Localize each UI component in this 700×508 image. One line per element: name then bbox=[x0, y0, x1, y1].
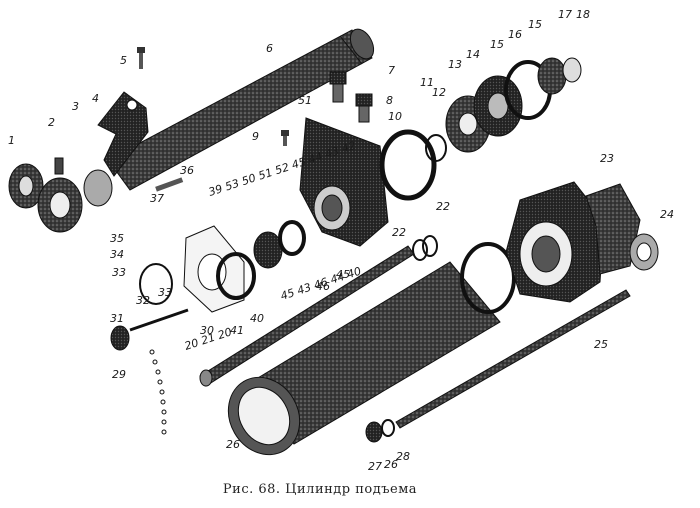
callout-33b: 33 bbox=[158, 286, 172, 299]
callout-29: 29 bbox=[112, 368, 126, 381]
valve-body bbox=[299, 117, 389, 247]
callout-3: 3 bbox=[72, 100, 79, 113]
left-gland-parts bbox=[110, 220, 306, 351]
callout-30: 30 bbox=[200, 324, 214, 337]
callout-22a: 22 bbox=[392, 226, 406, 239]
callout-45: 45 bbox=[336, 268, 350, 281]
callout-4: 4 bbox=[92, 92, 99, 105]
callout-13: 13 bbox=[448, 58, 462, 71]
callout-1: 1 bbox=[8, 134, 15, 147]
callout-6: 6 bbox=[266, 42, 273, 55]
callout-26b: 26 bbox=[384, 458, 398, 471]
callout-17: 17 bbox=[558, 8, 572, 21]
callout-40: 40 bbox=[250, 312, 264, 325]
callout-28: 28 bbox=[396, 450, 410, 463]
callout-35: 35 bbox=[110, 232, 124, 245]
callout-16: 16 bbox=[508, 28, 522, 41]
chain bbox=[149, 349, 167, 435]
callout-15b: 15 bbox=[528, 18, 542, 31]
callout-15a: 15 bbox=[490, 38, 504, 51]
callout-27: 27 bbox=[368, 460, 382, 473]
callout-23: 23 bbox=[600, 152, 614, 165]
callout-25: 25 bbox=[594, 338, 608, 351]
callout-51: 51 bbox=[298, 94, 312, 107]
callout-36: 36 bbox=[180, 164, 194, 177]
callout-11: 11 bbox=[420, 76, 434, 89]
callout-14: 14 bbox=[466, 48, 480, 61]
callout-33a: 33 bbox=[112, 266, 126, 279]
callout-37: 37 bbox=[150, 192, 164, 205]
callout-8: 8 bbox=[386, 94, 393, 107]
upper-cylinder-tube bbox=[107, 28, 375, 191]
callout-24: 24 bbox=[660, 208, 674, 221]
callout-26a: 26 bbox=[226, 438, 240, 451]
rod-nut bbox=[365, 419, 395, 443]
seal-rings bbox=[379, 60, 552, 201]
callout-22b: 22 bbox=[436, 200, 450, 213]
cylinder-rings bbox=[412, 235, 516, 314]
right-head bbox=[505, 181, 659, 303]
lower-cylinder bbox=[227, 261, 501, 456]
tie-rod bbox=[395, 289, 631, 429]
bolts-and-fittings bbox=[137, 47, 373, 192]
figure-caption: Рис. 68. Цилиндр подъема bbox=[222, 482, 418, 497]
callout-41: 41 bbox=[230, 324, 244, 337]
callout-32: 32 bbox=[136, 294, 150, 307]
end-nut bbox=[537, 57, 582, 95]
left-eye-assembly bbox=[8, 91, 149, 233]
callout-34a: 34 bbox=[110, 248, 124, 261]
callout-46: 46 bbox=[316, 280, 330, 293]
callout-9: 9 bbox=[252, 130, 259, 143]
callout-5: 5 bbox=[120, 54, 127, 67]
callout-12: 12 bbox=[432, 86, 446, 99]
callout-2: 2 bbox=[48, 116, 55, 129]
callout-10: 10 bbox=[388, 110, 402, 123]
callout-7: 7 bbox=[388, 64, 395, 77]
callout-31: 31 bbox=[110, 312, 124, 325]
callout-18: 18 bbox=[576, 8, 590, 21]
